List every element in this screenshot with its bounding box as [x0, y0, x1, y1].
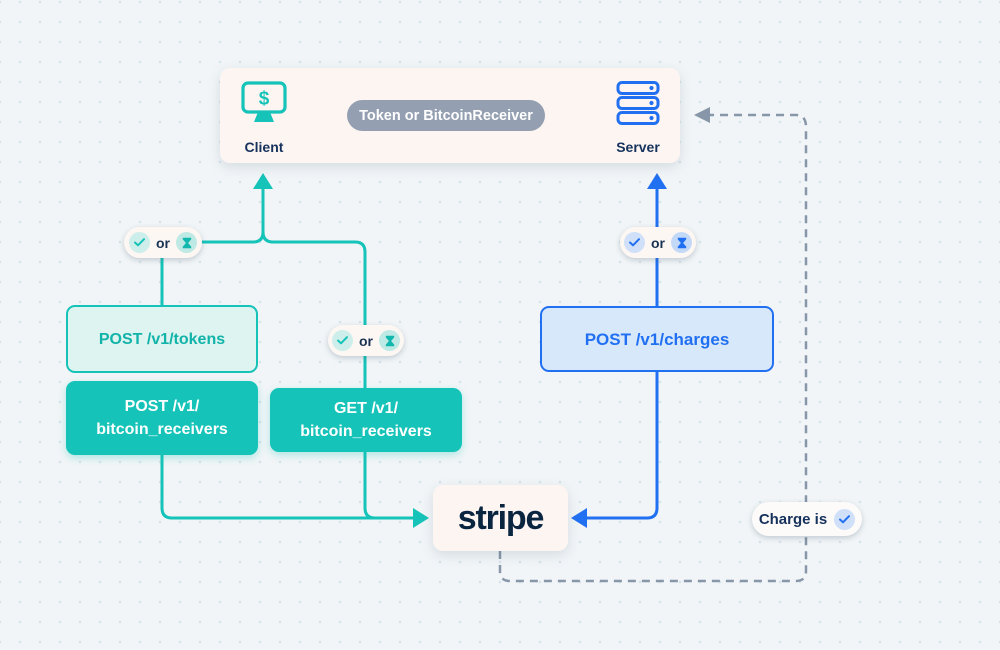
- post-v1-tokens-box: POST /v1/tokens: [66, 305, 258, 373]
- blue-arrowhead-stripe: [571, 508, 587, 528]
- or-label: or: [359, 332, 373, 349]
- post-v1-bitcoin-receivers-box: POST /v1/ bitcoin_receivers: [66, 381, 258, 455]
- stripe-logo-box: stripe: [433, 485, 568, 551]
- check-icon: [624, 232, 645, 253]
- teal-arrowhead-client: [253, 173, 273, 189]
- charge-is-label: Charge is: [758, 510, 828, 528]
- check-icon: [332, 330, 353, 351]
- client-icon: $: [239, 81, 289, 136]
- blue-line-charges-to-stripe: [582, 368, 659, 520]
- charge-is-pill: Charge is: [752, 502, 862, 536]
- or-label: or: [156, 234, 170, 251]
- teal-line-get-to-client: [261, 184, 367, 394]
- post-receivers-line2: bitcoin_receivers: [96, 421, 228, 438]
- post-v1-charges-label: POST /v1/charges: [584, 329, 730, 349]
- stripe-wordmark: stripe: [457, 498, 545, 537]
- svg-text:$: $: [259, 89, 270, 110]
- get-v1-bitcoin-receivers-box: GET /v1/ bitcoin_receivers: [270, 388, 462, 452]
- hourglass-icon: [671, 232, 692, 253]
- post-v1-charges-box: POST /v1/charges: [540, 306, 774, 372]
- client-label: Client: [244, 139, 284, 155]
- server-icon: [613, 81, 663, 136]
- post-v1-tokens-label: POST /v1/tokens: [98, 330, 226, 348]
- or-pill-tokens: or: [124, 227, 202, 258]
- teal-line-post-receivers-to-stripe: [160, 448, 418, 520]
- check-icon: [129, 232, 150, 253]
- hourglass-icon: [176, 232, 197, 253]
- token-or-bitcoinreceiver-pill: Token or BitcoinReceiver: [347, 100, 545, 131]
- dashed-arrowhead-server: [694, 107, 710, 123]
- check-icon: [834, 508, 856, 530]
- blue-arrowhead-server: [647, 173, 667, 189]
- post-receivers-line1: POST /v1/: [124, 398, 200, 415]
- or-pill-get: or: [328, 325, 404, 356]
- teal-arrowhead-stripe: [413, 508, 429, 528]
- server-endpoint: Server: [606, 80, 670, 155]
- server-label: Server: [616, 139, 660, 155]
- or-pill-charges: or: [620, 227, 696, 258]
- token-pill-label: Token or BitcoinReceiver: [359, 107, 533, 124]
- get-receivers-line1: GET /v1/: [333, 400, 399, 417]
- client-endpoint: $ Client: [232, 80, 296, 155]
- hourglass-icon: [379, 330, 400, 351]
- teal-line-get-receivers-to-stripe: [363, 446, 377, 520]
- or-label: or: [651, 234, 665, 251]
- get-receivers-line2: bitcoin_receivers: [300, 423, 432, 440]
